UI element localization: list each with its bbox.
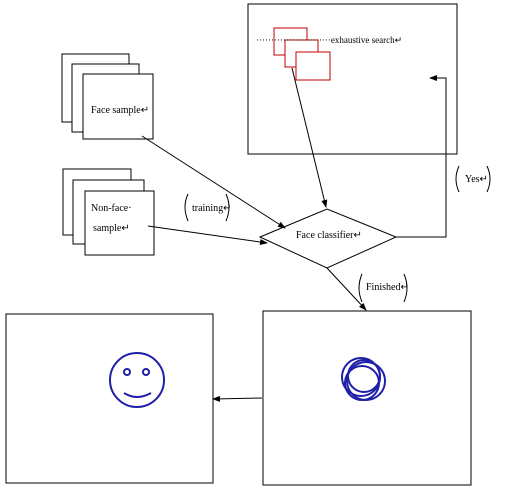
flow-arrows bbox=[141, 67, 447, 402]
face-sample-stack bbox=[61, 53, 154, 140]
detection-result-box bbox=[262, 310, 472, 486]
overlapping-circles-icon bbox=[341, 357, 386, 401]
yes-label: Yes↵ bbox=[465, 174, 488, 185]
finished-label: Finished↵ bbox=[366, 282, 409, 293]
search-window-icons bbox=[273, 27, 331, 81]
exhaustive-search-box bbox=[247, 3, 458, 155]
face-sample-label: Face sample↵ bbox=[91, 105, 150, 116]
training-label: training↵ bbox=[192, 203, 232, 214]
smiley-face-icon bbox=[109, 352, 165, 408]
label-brackets bbox=[184, 165, 491, 303]
exhaustive-search-label: ·························exhaustive sear… bbox=[256, 35, 403, 45]
nonface-sample-label-line2: sample↵ bbox=[93, 223, 130, 234]
nonface-sample-stack bbox=[62, 168, 155, 256]
output-face-box bbox=[5, 313, 214, 484]
face-classifier-label: Face classifier↵ bbox=[296, 230, 362, 241]
nonface-sample-label-line1: Non-face· bbox=[91, 203, 132, 214]
